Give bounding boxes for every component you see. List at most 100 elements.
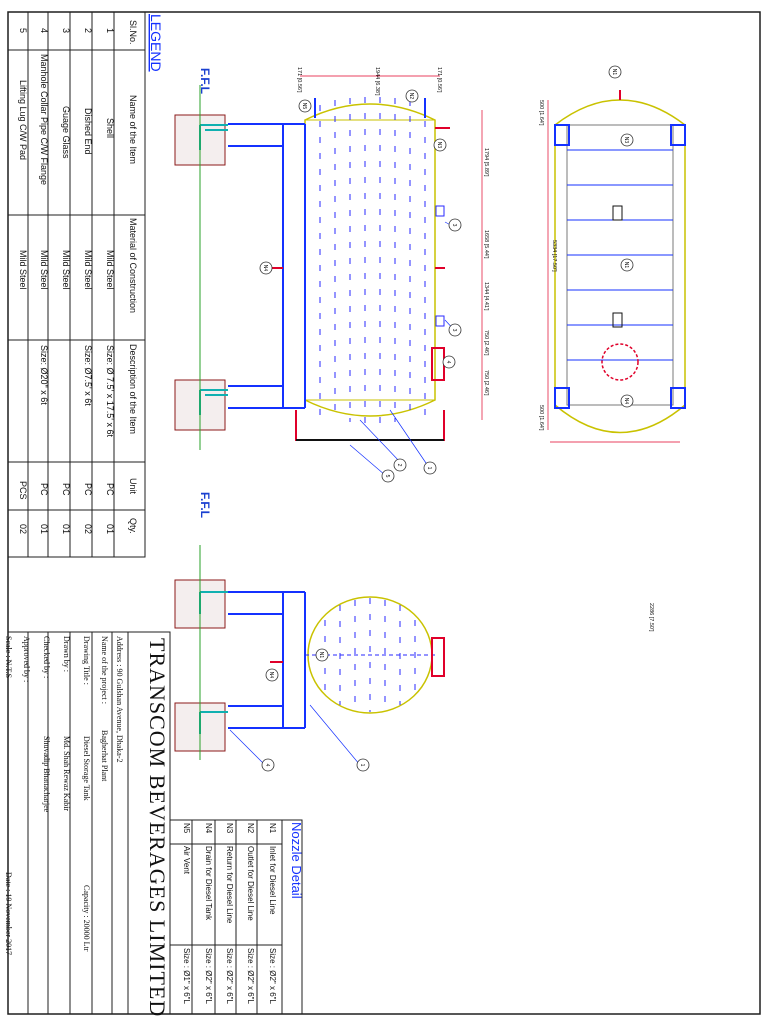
tag-3b: 3	[451, 329, 457, 332]
nozzle-row-name: Drain for Diesel Tank	[204, 846, 213, 921]
project-name: Bagherhat Plant	[100, 730, 109, 782]
nozzle-row: N2 Outlet for Diesel Line Size : Ø2" x 6…	[246, 823, 255, 1004]
plan-lug-bl	[554, 387, 570, 409]
dim-left-end: 500 [1.64']	[538, 100, 544, 126]
legend-header-sl: Sl.No.	[128, 20, 138, 45]
plan-lug-tr	[670, 124, 686, 146]
tag-5: 5	[384, 475, 390, 478]
drawn-label: Drawn by :	[62, 636, 71, 672]
nozzle-row-size: Size : Ø2" x 6"L	[268, 948, 277, 1004]
dim-top-left: 171 [0.56']	[296, 67, 302, 93]
title-block: TRANSCOM BEVERAGES LIMITED Address : 90 …	[4, 636, 170, 1017]
liquid-hatching	[319, 97, 426, 423]
tag-plan-n1b: N1	[623, 262, 629, 269]
tag-circles	[259, 65, 634, 772]
plan-lug-tl	[554, 124, 570, 146]
elevation-view	[174, 75, 680, 476]
legend-row-material: Mild Steel	[39, 250, 49, 290]
tag-3: 3	[451, 224, 457, 227]
nozzle-table: N1 Inlet for Diesel Line Size : Ø2" x 6"…	[182, 823, 277, 1004]
legend-row-qty: 01	[39, 524, 49, 534]
legend-row: 1 Shell Mild Steel Size: Ø 7.5' x 17.5' …	[105, 28, 115, 534]
legend-row-sl: 5	[18, 28, 28, 33]
legend-header-material: Material of Construction	[128, 218, 138, 313]
tag-plan-n1: N1	[611, 69, 617, 76]
legend-row-unit: PC	[61, 483, 71, 496]
nozzle-row-name: Air Vent	[182, 846, 191, 875]
legend-row-unit: PC	[105, 483, 115, 496]
tag-labels: N5 N2 N3 N4 3 3 4 2 1 5 N1 N3 N1 N4 N1 N…	[262, 69, 629, 767]
date: Date : 19 November 2017	[4, 872, 13, 955]
dimension-text: 171 [0.56'] 1944 [6.38'] 171 [0.56'] 179…	[296, 67, 654, 632]
legend-row: 4 Manhole Collar Pipe C/W Flange Mild St…	[39, 28, 49, 534]
ffl-label-side: F.F.L	[198, 492, 212, 518]
legend-row-sl: 1	[105, 28, 115, 33]
legend-row-name: Manhole Collar Pipe C/W Flange	[39, 54, 49, 185]
legend-row-name: Lifting Lug C/W Pad	[18, 80, 28, 160]
gauge-glass-bottom	[435, 315, 445, 327]
legend-row-unit: PC	[83, 483, 93, 496]
nozzle-row-id: N2	[246, 823, 255, 834]
plan-gauge-1	[612, 205, 623, 221]
nozzle-row-id: N1	[268, 823, 277, 834]
side-support	[228, 591, 306, 729]
dim-top-right: 171 [0.56']	[436, 67, 442, 93]
nozzle-row-id: N5	[182, 823, 191, 834]
drawing-title-label: Drawing Title :	[82, 636, 91, 685]
side-leaders	[229, 704, 361, 766]
nozzle-row-name: Outlet for Diesel Line	[246, 846, 255, 921]
legend-row-desc: Size: Ø20" x 6t	[39, 345, 49, 405]
legend-row-name: Shell	[105, 118, 115, 138]
legend-row-name: Dished End	[83, 108, 93, 155]
dim-side: 5334 [17.50']	[551, 240, 557, 272]
dim-1: 1794 [5.89']	[483, 148, 489, 177]
table-frames	[7, 11, 303, 1015]
tag-plan-n3: N3	[623, 137, 629, 144]
dim-5: 750 [2.46']	[483, 370, 489, 396]
legend-row-sl: 3	[61, 28, 71, 33]
legend-header-name: Name of the Item	[128, 95, 138, 164]
dim-4: 750 [2.46']	[483, 330, 489, 356]
ffl-label-elevation: F.F.L	[198, 68, 212, 94]
tag-n4: N4	[262, 265, 268, 272]
nozzle-row: N3 Return for Diesel Line Size : Ø2" x 6…	[225, 823, 234, 1004]
nozzle-row-id: N3	[225, 823, 234, 834]
plan-gauge-2	[612, 312, 623, 328]
nozzle-row: N4 Drain for Diesel Tank Size : Ø2" x 6"…	[204, 823, 213, 1004]
legend-row-sl: 4	[39, 28, 49, 33]
side-view	[174, 545, 445, 766]
tag-n2: N2	[408, 93, 414, 100]
nozzle-detail-title: Nozzle Detail	[289, 822, 304, 899]
legend-row-unit: PCS	[18, 481, 28, 500]
gauge-glass-top	[435, 205, 445, 217]
support-frame	[228, 123, 306, 409]
tag-2: 2	[396, 464, 402, 467]
project-label: Name of the project :	[100, 636, 109, 704]
legend-row-qty: 01	[105, 524, 115, 534]
side-manhole	[431, 637, 445, 677]
legend-header: Sl.No. Name of the Item Material of Cons…	[128, 20, 138, 534]
nozzle-row-size: Size : Ø2" x 6"L	[204, 948, 213, 1004]
legend-row-material: Mild Steel	[83, 250, 93, 290]
legend-row-desc: Size: Ø 7.5' x 17.5' x 6t	[105, 345, 115, 437]
scale: Scale : N.T.S	[4, 636, 13, 678]
legend-row-qty: 02	[18, 524, 28, 534]
drawn-by: Md. Shah Rewaz Kabir	[62, 736, 71, 811]
legend-row: 2 Dished End Mild Steel Size: Ø7.5' x 6t…	[83, 28, 93, 534]
nozzle-row: N1 Inlet for Diesel Line Size : Ø2" x 6"…	[268, 823, 277, 1004]
legend-row-sl: 2	[83, 28, 93, 33]
nozzle-row-size: Size : Ø1" x 6"L	[182, 948, 191, 1004]
legend-row-qty: 01	[61, 524, 71, 534]
tag-side-n4: N4	[268, 672, 274, 679]
company-name: TRANSCOM BEVERAGES LIMITED	[145, 638, 170, 1017]
tag-side-n1: N1	[318, 652, 324, 659]
tag-n3: N3	[436, 142, 442, 149]
dimension-lines	[300, 75, 680, 443]
legend-row-unit: PC	[39, 483, 49, 496]
checked-by: Shuvadip Bhattacharjee	[42, 736, 51, 813]
dim-top-mid: 1944 [6.38']	[374, 67, 380, 96]
plan-view	[554, 90, 686, 434]
drawing-title: Diesel Storage Tank	[82, 736, 91, 801]
